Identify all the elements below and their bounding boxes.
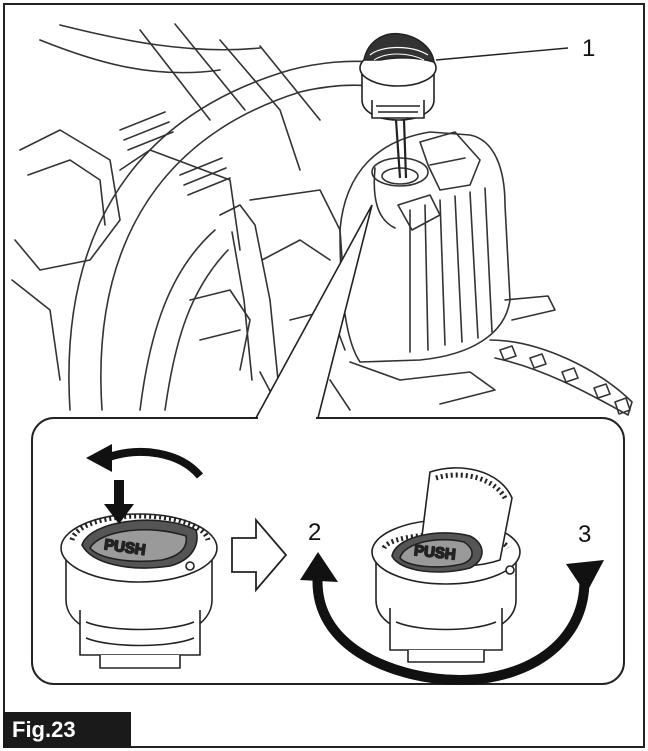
- callout-1-number: 1: [582, 35, 595, 62]
- callout-3-number: 3: [578, 521, 591, 548]
- cap-rotate-step: PUSH: [371, 467, 521, 663]
- cap-alignment-line: [394, 119, 402, 179]
- push-down-arrow: [104, 480, 134, 524]
- figure-label: Fig.23: [3, 712, 131, 748]
- push-marking-right: PUSH: [413, 542, 456, 563]
- chainsaw-illustration: [11, 23, 633, 416]
- callout-1-leader: [435, 47, 569, 61]
- next-step-arrow: [231, 517, 288, 593]
- outer-frame: [3, 3, 645, 748]
- cap-alignment-line-2: [402, 119, 408, 179]
- oil-cap-removed: [359, 32, 437, 121]
- turn-left-arrow: [86, 444, 204, 479]
- rotation-arrow: [300, 552, 604, 686]
- cap-push-step: PUSH: [60, 513, 218, 669]
- zoom-wedge: [254, 204, 373, 419]
- callout-2-number: 2: [308, 519, 321, 546]
